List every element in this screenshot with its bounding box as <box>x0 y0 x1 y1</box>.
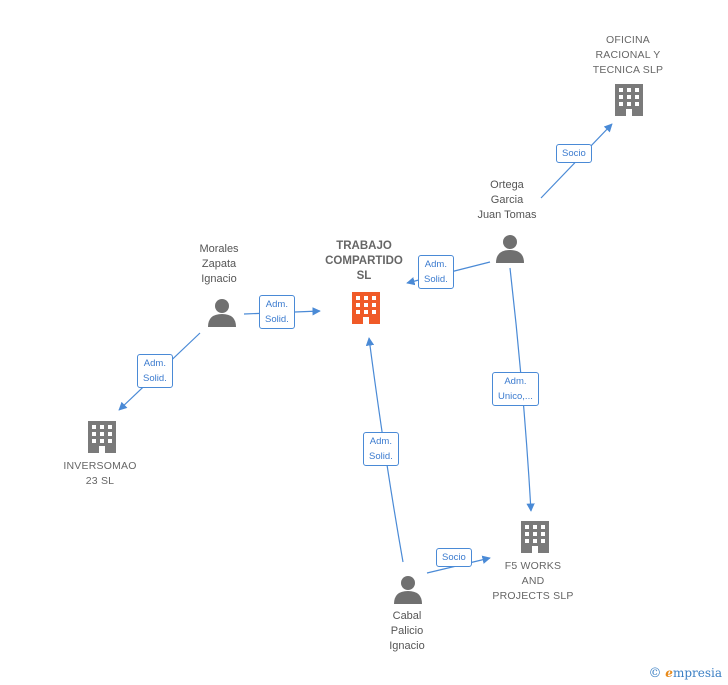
edge-label-morales-trabajo[interactable]: Adm. Solid. <box>259 295 295 329</box>
edge-label-line: Adm. <box>504 376 527 387</box>
node-label-trabajo[interactable]: TRABAJO COMPARTIDO SL <box>312 239 416 284</box>
node-label-line: INVERSOMAO <box>63 460 137 472</box>
edge-label-line: Solid. <box>265 314 289 325</box>
edge-label-line: Socio <box>442 552 466 563</box>
node-label-line: Ignacio <box>201 273 237 285</box>
person-icon <box>496 235 524 263</box>
edge-label-line: Adm. <box>265 299 288 310</box>
node-label-line: Ignacio <box>389 640 425 652</box>
edge-label-line: Adm. <box>369 436 392 447</box>
edge-label-ortega-f5works[interactable]: Adm. Unico,... <box>492 372 539 406</box>
node-label-line: COMPARTIDO <box>325 255 403 267</box>
node-label-line: OFICINA <box>606 34 650 46</box>
person-icon <box>208 299 236 327</box>
building-icon <box>352 292 380 324</box>
brand-initial: e <box>665 666 673 680</box>
node-label-line: SL <box>356 270 372 282</box>
node-label-line: TECNICA SLP <box>592 64 664 76</box>
edge-label-ortega-oficina[interactable]: Socio <box>556 144 592 163</box>
building-icon <box>615 84 643 116</box>
edge-label-line: Solid. <box>424 274 448 285</box>
node-label-line: 23 SL <box>85 475 115 487</box>
building-icon <box>521 521 549 553</box>
node-label-f5works[interactable]: F5 WORKS AND PROJECTS SLP <box>478 559 588 604</box>
node-label-line: Zapata <box>201 258 237 270</box>
edge-label-cabal-f5works[interactable]: Socio <box>436 548 472 567</box>
copyright-icon: © <box>648 666 662 681</box>
node-label-line: Garcia <box>490 194 524 206</box>
node-label-line: F5 WORKS <box>504 560 562 572</box>
edge-label-line: Adm. <box>143 358 166 369</box>
node-label-inversomao[interactable]: INVERSOMAO 23 SL <box>50 459 150 489</box>
building-icon <box>88 421 116 453</box>
node-label-line: PROJECTS SLP <box>492 590 574 602</box>
edge-label-line: Solid. <box>369 451 393 462</box>
node-label-line: AND <box>521 575 545 587</box>
edge-label-line: Socio <box>562 148 586 159</box>
edge-label-line: Adm. <box>424 259 447 270</box>
node-label-line: Palicio <box>390 625 424 637</box>
node-label-ortega[interactable]: Ortega Garcia Juan Tomas <box>462 178 552 223</box>
node-label-line: Ortega <box>490 179 524 191</box>
node-label-line: RACIONAL Y <box>595 49 661 61</box>
empresia-logo[interactable]: © empresia <box>648 666 722 681</box>
node-label-line: Cabal <box>392 610 422 622</box>
brand-name: mpresia <box>672 666 722 680</box>
node-label-oficina[interactable]: OFICINA RACIONAL Y TECNICA SLP <box>572 33 684 78</box>
edge-label-morales-inversomao[interactable]: Adm. Solid. <box>137 354 173 388</box>
node-label-cabal[interactable]: Cabal Palicio Ignacio <box>362 609 452 654</box>
edge-label-ortega-trabajo[interactable]: Adm. Solid. <box>418 255 454 289</box>
node-label-line: Juan Tomas <box>477 209 537 221</box>
edge-label-line: Solid. <box>143 373 167 384</box>
edge-label-cabal-trabajo[interactable]: Adm. Solid. <box>363 432 399 466</box>
node-label-morales[interactable]: Morales Zapata Ignacio <box>174 242 264 287</box>
edge-label-line: Unico,... <box>498 391 533 402</box>
node-label-line: Morales <box>199 243 239 255</box>
person-icon <box>394 576 422 604</box>
node-label-line: TRABAJO <box>336 240 392 252</box>
